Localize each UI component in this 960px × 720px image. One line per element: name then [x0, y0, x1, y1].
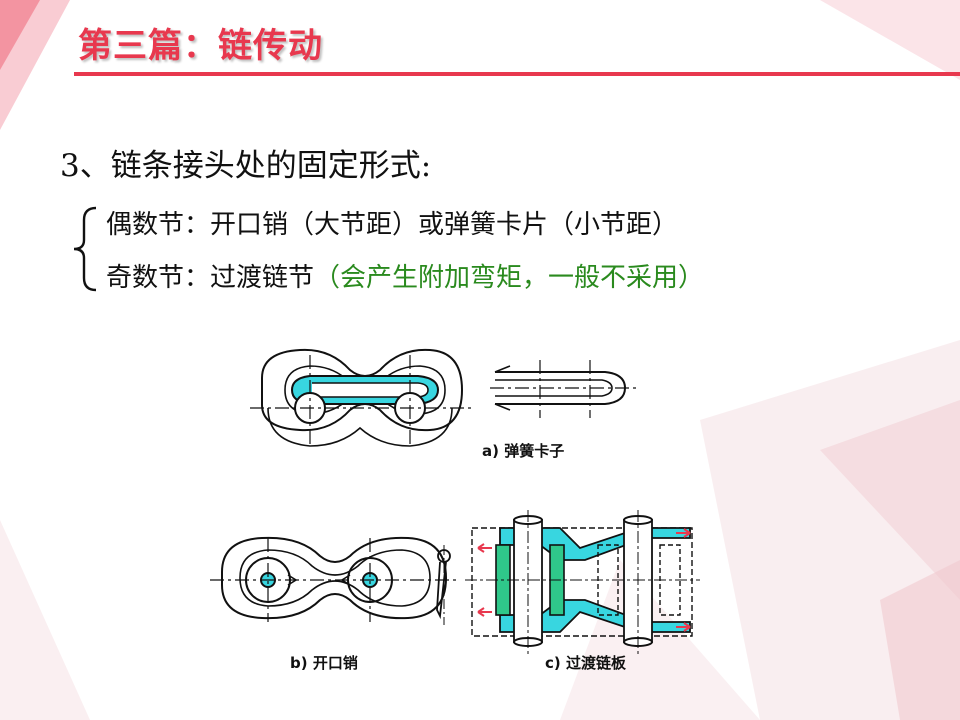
even-links-text: 开口销（大节距）或弹簧卡片（小节距） [210, 210, 679, 240]
figure-c-offset-plate [465, 510, 700, 655]
odd-links-label: 奇数节： [106, 263, 211, 293]
curly-brace-icon [73, 206, 97, 292]
odd-links-note: （会产生附加弯矩，一般不采用） [314, 263, 705, 293]
figure-b-cotter-pin [210, 536, 460, 625]
odd-links-text: 过渡链节 [210, 263, 315, 293]
slide-title: 第三篇：链传动 [78, 26, 323, 66]
figure-b-caption: b) 开口销 [290, 654, 358, 672]
figure-a-spring-clip [250, 348, 640, 448]
even-links-line: 偶数节：开口销（大节距）或弹簧卡片（小节距） [106, 204, 678, 241]
figure-a-caption: a) 弹簧卡子 [482, 442, 564, 460]
figure-c-caption: c) 过渡链板 [545, 654, 627, 672]
even-links-label: 偶数节： [106, 210, 211, 240]
odd-links-line: 奇数节：过渡链节（会产生附加弯矩，一般不采用） [106, 257, 704, 294]
title-underline [74, 72, 960, 76]
section-heading: 3、链条接头处的固定形式: [60, 148, 432, 184]
